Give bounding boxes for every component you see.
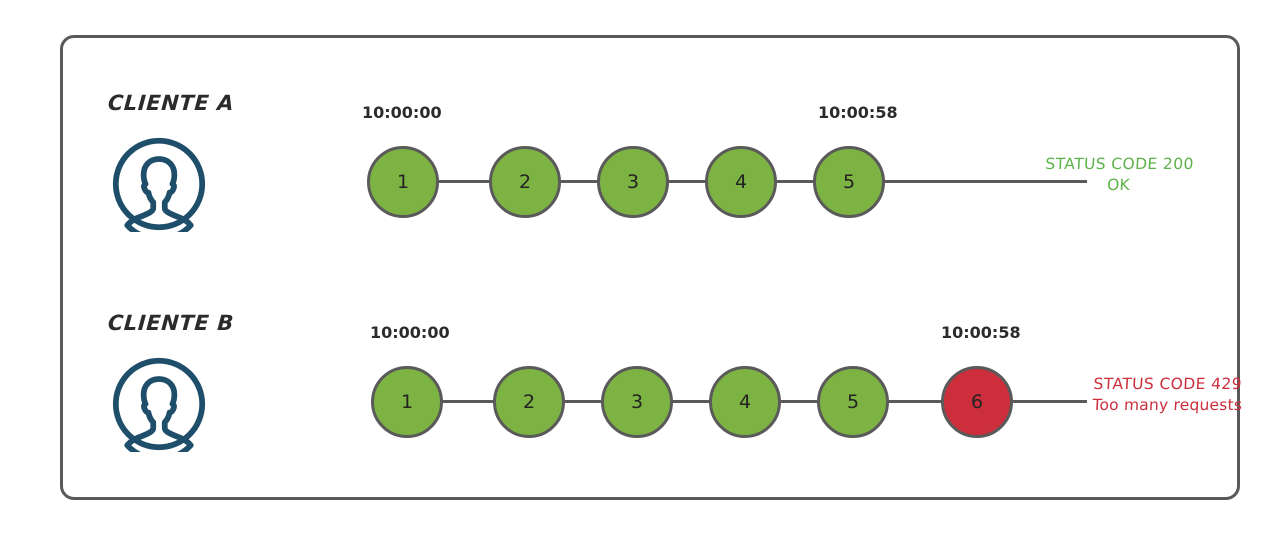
user-avatar-icon xyxy=(111,136,207,232)
request-node-a-5[interactable]: 5 xyxy=(813,146,885,218)
client-b-label: CLIENTE B xyxy=(107,311,235,335)
status-badge-a: STATUS CODE 200 OK xyxy=(1028,154,1210,196)
request-node-b-2[interactable]: 2 xyxy=(493,366,565,438)
timestamp-start-a: 10:00:00 xyxy=(362,103,442,122)
request-node-b-5[interactable]: 5 xyxy=(817,366,889,438)
client-row-a: CLIENTE A 10:00:00 10:00:58 1 2 3 4 5 ST… xyxy=(63,58,1237,258)
client-row-b: CLIENTE B 10:00:00 10:00:58 1 2 3 4 5 6 … xyxy=(63,278,1243,478)
request-node-b-6[interactable]: 6 xyxy=(941,366,1013,438)
status-code-b: STATUS CODE 429 xyxy=(1093,375,1243,393)
request-node-b-4[interactable]: 4 xyxy=(709,366,781,438)
request-node-a-4[interactable]: 4 xyxy=(705,146,777,218)
timeline-track-a: 10:00:00 10:00:58 1 2 3 4 5 STATUS CODE … xyxy=(307,58,1194,258)
user-avatar-icon xyxy=(111,356,207,452)
diagram-frame: CLIENTE A 10:00:00 10:00:58 1 2 3 4 5 ST… xyxy=(60,35,1243,500)
request-node-a-3[interactable]: 3 xyxy=(597,146,669,218)
request-node-a-1[interactable]: 1 xyxy=(367,146,439,218)
client-a-label: CLIENTE A xyxy=(107,91,236,115)
timeline-track-b: 10:00:00 10:00:58 1 2 3 4 5 6 STATUS COD… xyxy=(307,278,1243,478)
request-node-b-3[interactable]: 3 xyxy=(601,366,673,438)
status-message-b: Too many requests xyxy=(1092,395,1243,414)
request-node-b-1[interactable]: 1 xyxy=(371,366,443,438)
status-badge-b: STATUS CODE 429 Too many requests xyxy=(1092,374,1280,416)
status-code-a: STATUS CODE 200 xyxy=(1044,155,1195,173)
request-node-a-2[interactable]: 2 xyxy=(489,146,561,218)
timestamp-end-a: 10:00:58 xyxy=(818,103,898,122)
timestamp-start-b: 10:00:00 xyxy=(370,323,450,342)
timestamp-end-b: 10:00:58 xyxy=(941,323,1021,342)
status-message-a: OK xyxy=(1106,175,1131,194)
